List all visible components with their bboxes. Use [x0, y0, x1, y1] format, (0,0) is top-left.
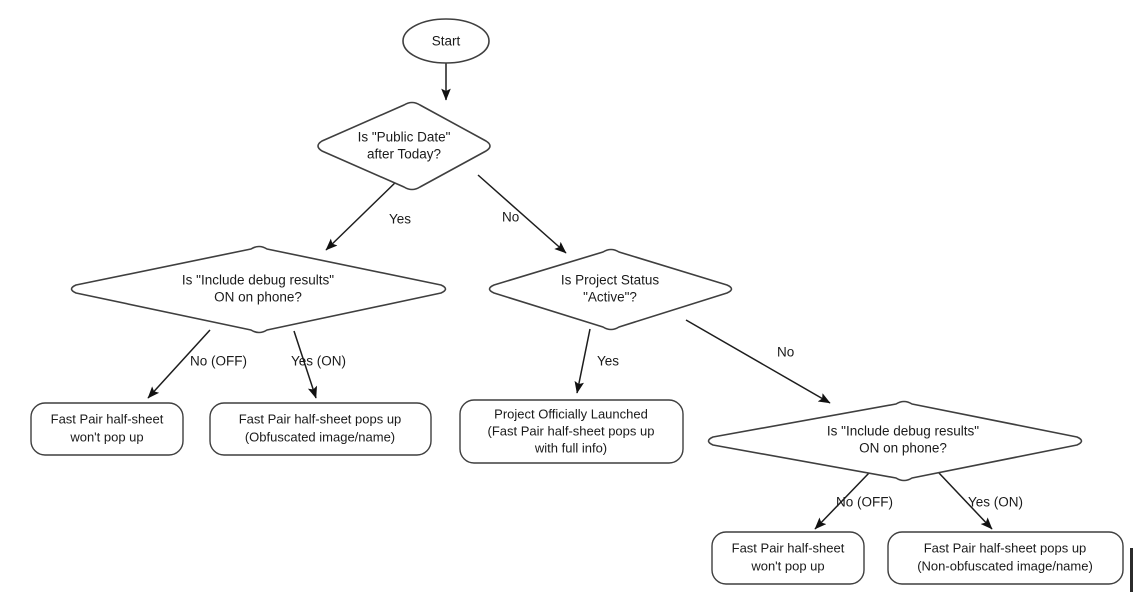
project-status-diamond [488, 248, 733, 331]
debug-left-line-2: ON on phone? [214, 290, 302, 305]
right-off-line-1: Fast Pair half-sheet [732, 540, 845, 555]
edge-debug-left-on [293, 330, 318, 399]
edge-project-status-no [685, 319, 831, 404]
right-edge-artifact [1130, 548, 1133, 592]
edge-label-public-date-no: No [502, 210, 519, 225]
public-date-line-1: Is "Public Date" [358, 130, 451, 145]
right-on-box [887, 531, 1124, 585]
edge-label-debug-left-off: No (OFF) [190, 354, 247, 369]
left-off-box [30, 402, 184, 456]
edge-labels-layer: Yes No No (OFF) Yes (ON) Yes No No (OFF)… [190, 210, 1023, 510]
edge-debug-right-off [814, 472, 870, 530]
launched-line-2: (Fast Pair half-sheet pops up [488, 423, 655, 438]
debug-left-diamond [70, 245, 447, 334]
edge-debug-left-off [147, 329, 211, 399]
right-on-line-2: (Non-obfuscated image/name) [917, 558, 1093, 573]
node-decision-debug-right[interactable]: Is "Include debug results" ON on phone? [707, 400, 1083, 482]
edge-label-debug-right-on: Yes (ON) [968, 495, 1023, 510]
edge-public-date-yes [325, 177, 401, 251]
node-terminal-left-on[interactable]: Fast Pair half-sheet pops up (Obfuscated… [209, 402, 432, 456]
debug-left-line-1: Is "Include debug results" [182, 273, 334, 288]
left-on-box [209, 402, 432, 456]
public-date-diamond [317, 101, 491, 191]
node-terminal-right-on[interactable]: Fast Pair half-sheet pops up (Non-obfusc… [887, 531, 1124, 585]
node-terminal-launched[interactable]: Project Officially Launched (Fast Pair h… [459, 399, 684, 464]
launched-box [459, 399, 684, 464]
start-ellipse [402, 18, 490, 64]
edges-layer [147, 63, 993, 530]
debug-right-line-2: ON on phone? [859, 441, 947, 456]
edge-label-debug-left-on: Yes (ON) [291, 354, 346, 369]
left-on-line-1: Fast Pair half-sheet pops up [239, 411, 402, 426]
edge-project-status-yes [574, 328, 591, 394]
edge-debug-right-on [938, 472, 993, 530]
project-status-line-1: Is Project Status [561, 273, 660, 288]
start-label: Start [432, 34, 461, 49]
launched-line-3: with full info) [534, 440, 607, 455]
node-start[interactable]: Start [402, 18, 490, 64]
left-on-line-2: (Obfuscated image/name) [245, 429, 395, 444]
launched-line-1: Project Officially Launched [494, 406, 648, 421]
node-terminal-left-off[interactable]: Fast Pair half-sheet won't pop up [30, 402, 184, 456]
project-status-line-2: "Active"? [583, 290, 637, 305]
right-on-line-1: Fast Pair half-sheet pops up [924, 540, 1087, 555]
node-decision-public-date[interactable]: Is "Public Date" after Today? [317, 101, 491, 191]
debug-right-diamond [707, 400, 1083, 482]
node-decision-debug-left[interactable]: Is "Include debug results" ON on phone? [70, 245, 447, 334]
node-terminal-right-off[interactable]: Fast Pair half-sheet won't pop up [711, 531, 865, 585]
edge-label-debug-right-off: No (OFF) [836, 495, 893, 510]
edge-label-project-status-yes: Yes [597, 354, 619, 369]
edge-label-project-status-no: No [777, 345, 794, 360]
edge-label-public-date-yes: Yes [389, 212, 411, 227]
node-decision-project-status[interactable]: Is Project Status "Active"? [488, 248, 733, 331]
debug-right-line-1: Is "Include debug results" [827, 424, 979, 439]
left-off-line-1: Fast Pair half-sheet [51, 411, 164, 426]
left-off-line-2: won't pop up [69, 429, 143, 444]
public-date-line-2: after Today? [367, 147, 441, 162]
right-off-line-2: won't pop up [750, 558, 824, 573]
right-off-box [711, 531, 865, 585]
edge-public-date-no [477, 174, 567, 254]
